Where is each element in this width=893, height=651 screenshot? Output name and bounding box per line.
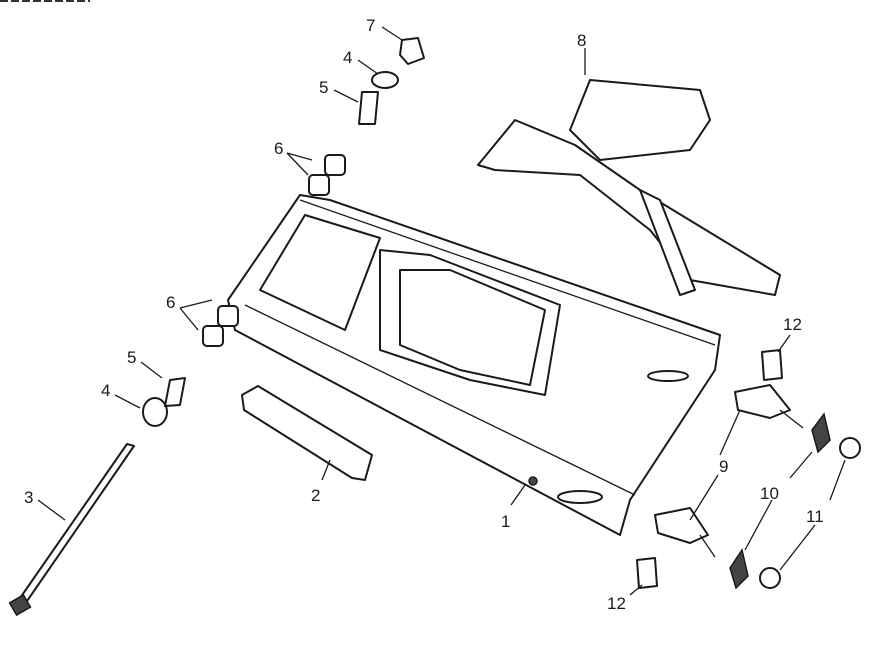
cropped-header-text [0, 0, 90, 2]
callout-2: 2 [311, 486, 320, 505]
callout-8: 8 [577, 31, 586, 50]
callout-12: 12 [607, 594, 626, 613]
washer-plate-part [729, 548, 749, 590]
nut-part [399, 37, 425, 65]
chain-guard-part [241, 385, 373, 481]
swingarm-part [227, 194, 721, 536]
callout-3: 3 [24, 488, 33, 507]
bearing-part [324, 154, 346, 176]
pivot-shaft-part [8, 443, 135, 617]
bushing-part [164, 377, 186, 407]
callout-10: 10 [760, 484, 779, 503]
callout-5: 5 [319, 78, 328, 97]
callout-4: 4 [101, 381, 110, 400]
plate-part [761, 349, 783, 381]
leader-lines [37, 26, 846, 596]
washer-part [142, 397, 168, 427]
callout-11: 11 [806, 507, 824, 526]
washer-plate-part [811, 412, 831, 454]
chain-adjuster-part [654, 507, 709, 544]
nut-part [759, 567, 781, 589]
bearing-part [202, 325, 224, 347]
bearing-part [308, 174, 330, 196]
bearing-part [217, 305, 239, 327]
callout-9: 9 [719, 457, 728, 476]
callout-1: 1 [501, 512, 510, 531]
chain-adjuster-part [734, 384, 791, 419]
callout-6: 6 [274, 139, 283, 158]
callout-12: 12 [783, 315, 802, 334]
nut-part [839, 437, 861, 459]
rear-fender-part [477, 79, 781, 296]
bushing-part [358, 91, 379, 125]
callout-5: 5 [127, 348, 136, 367]
callout-4: 4 [343, 48, 352, 67]
callout-6: 6 [166, 293, 175, 312]
washer-part [371, 71, 399, 89]
plate-part [636, 557, 658, 589]
callout-7: 7 [366, 16, 375, 35]
